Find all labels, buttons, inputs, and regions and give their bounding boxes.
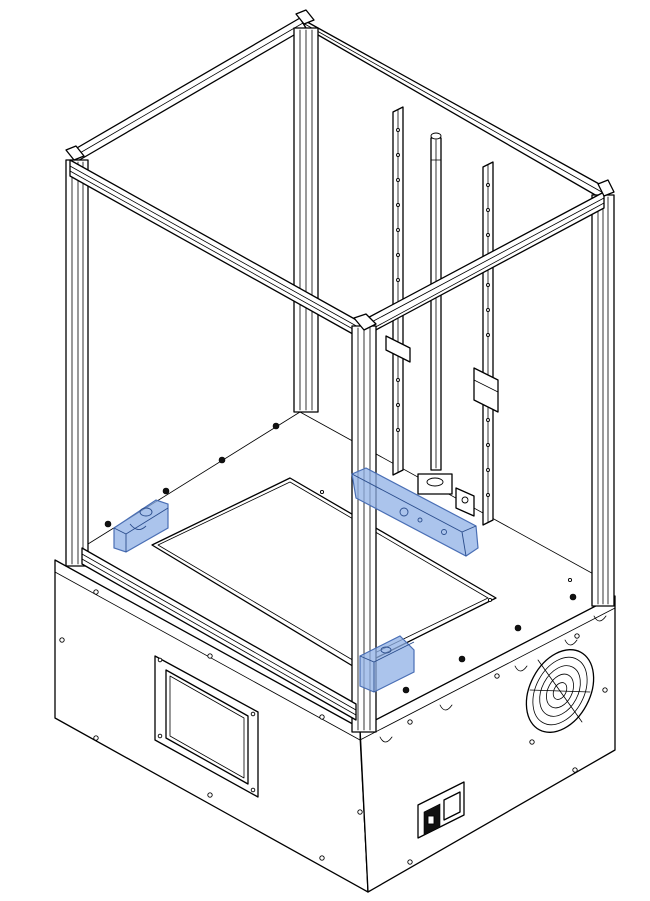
screw-hole <box>319 855 325 861</box>
screw-hole <box>572 767 578 773</box>
fastener <box>162 487 170 495</box>
screw-hole <box>93 735 99 741</box>
screw-hole <box>357 809 363 815</box>
fastener <box>569 593 577 601</box>
screw-hole <box>407 859 413 865</box>
fastener <box>272 422 280 430</box>
interior-floor <box>87 411 609 694</box>
screw-hole <box>494 673 500 679</box>
highlighted-parts <box>113 467 479 693</box>
fastener <box>402 686 410 694</box>
screw-hole <box>602 687 608 693</box>
display-screen <box>154 655 259 798</box>
screw-hole <box>319 714 325 720</box>
front-bracket <box>359 635 415 693</box>
screw-hole <box>407 719 413 725</box>
rail-carriage-right <box>473 367 499 413</box>
screw-hole <box>574 633 580 639</box>
z-axis-assembly <box>385 106 499 526</box>
fastener <box>514 624 522 632</box>
fastener <box>218 456 226 464</box>
screw-hole <box>59 637 65 643</box>
screw-hole <box>529 739 535 745</box>
screw-hole <box>207 792 213 798</box>
fastener <box>104 520 112 528</box>
extrusion-left-post <box>65 159 89 567</box>
center-arm <box>351 467 479 557</box>
aluminum-extrusion-frame <box>65 9 615 733</box>
rail-carriage-left <box>385 335 411 363</box>
fastener <box>458 655 466 663</box>
cooling-fan <box>525 649 595 733</box>
build-plate <box>151 477 497 669</box>
screw-hole <box>93 589 99 595</box>
left-bracket <box>113 499 169 553</box>
power-connector <box>417 781 465 839</box>
screw-hole <box>207 653 213 659</box>
